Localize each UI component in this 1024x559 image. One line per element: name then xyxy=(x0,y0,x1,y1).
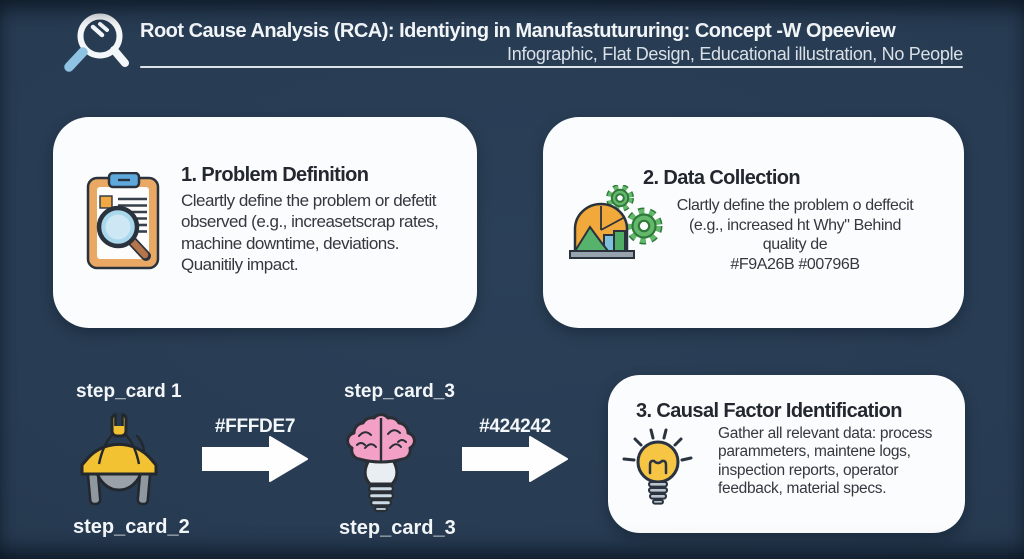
clipboard-magnifier-icon xyxy=(86,172,160,270)
card-heading: 3. Causal Factor Identification xyxy=(636,400,903,422)
arrow-1-label: #FFFDE7 xyxy=(214,416,296,437)
chart-gears-icon xyxy=(569,185,663,259)
header-underline xyxy=(140,66,963,69)
arrow-right-icon-2 xyxy=(462,436,568,482)
lightbulb-icon xyxy=(622,428,693,505)
step-label-2-bottom: step_card_3 xyxy=(339,517,456,539)
card-body: Clartly define the problem o deffecit (e… xyxy=(676,197,914,273)
card-body: Cleartly define the problem or defetit o… xyxy=(181,191,439,274)
magnifier-icon xyxy=(64,13,129,72)
hard-hat-icon xyxy=(80,412,158,506)
step-label-2-top: step_card_3 xyxy=(344,381,455,402)
arrow-right-icon-1 xyxy=(202,436,308,482)
page-title: Root Cause Analysis (RCA): Identiying in… xyxy=(140,20,896,42)
card-heading: 2. Data Collection xyxy=(643,167,801,189)
card-body: Gather all relevant data: process paramm… xyxy=(718,425,933,498)
page-subtitle: Infographic, Flat Design, Educational il… xyxy=(507,44,963,64)
brain-bulb-icon xyxy=(346,413,416,513)
card-heading: 1. Problem Definition xyxy=(181,164,369,186)
step-label-1-top: step_card 1 xyxy=(76,381,182,402)
step-label-1-bottom: step_card_2 xyxy=(73,516,190,538)
arrow-2-label: #424242 xyxy=(479,416,551,437)
